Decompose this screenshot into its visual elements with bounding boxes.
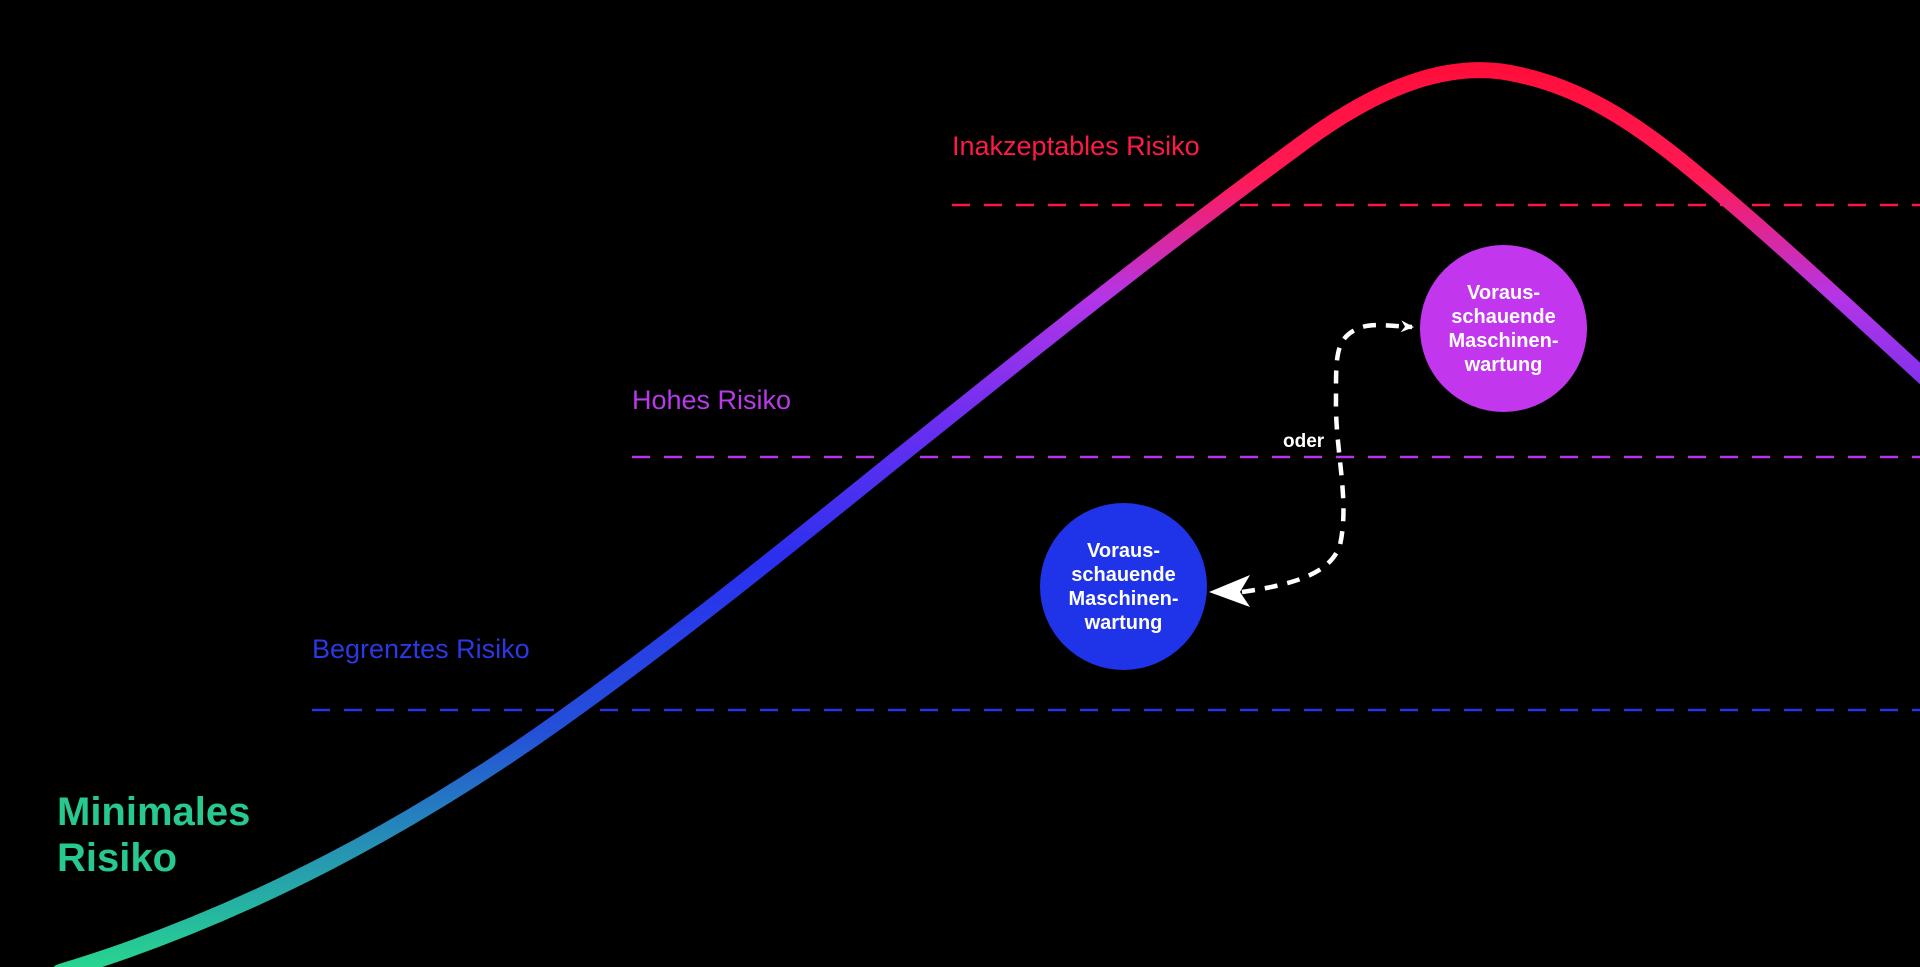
connector-label: oder [1283,431,1325,452]
node-high-risk-text: Voraus- schauende Maschinen- wartung [1448,281,1559,376]
node-high-risk: Voraus- schauende Maschinen- wartung [1420,245,1587,412]
label-unacceptable-risk: Inakzeptables Risiko [952,131,1200,161]
label-minimal-risk: Minimales Risiko [57,790,251,880]
connector-arrow [1241,320,1414,595]
risk-curve [53,62,1920,967]
node-limited-risk: Voraus- schauende Maschinen- wartung [1040,503,1207,670]
connector-arrowhead-left [1209,575,1250,607]
label-high-risk: Hohes Risiko [632,385,792,415]
node-limited-risk-text: Voraus- schauende Maschinen- wartung [1068,539,1179,634]
label-limited-risk: Begrenztes Risiko [312,634,530,664]
